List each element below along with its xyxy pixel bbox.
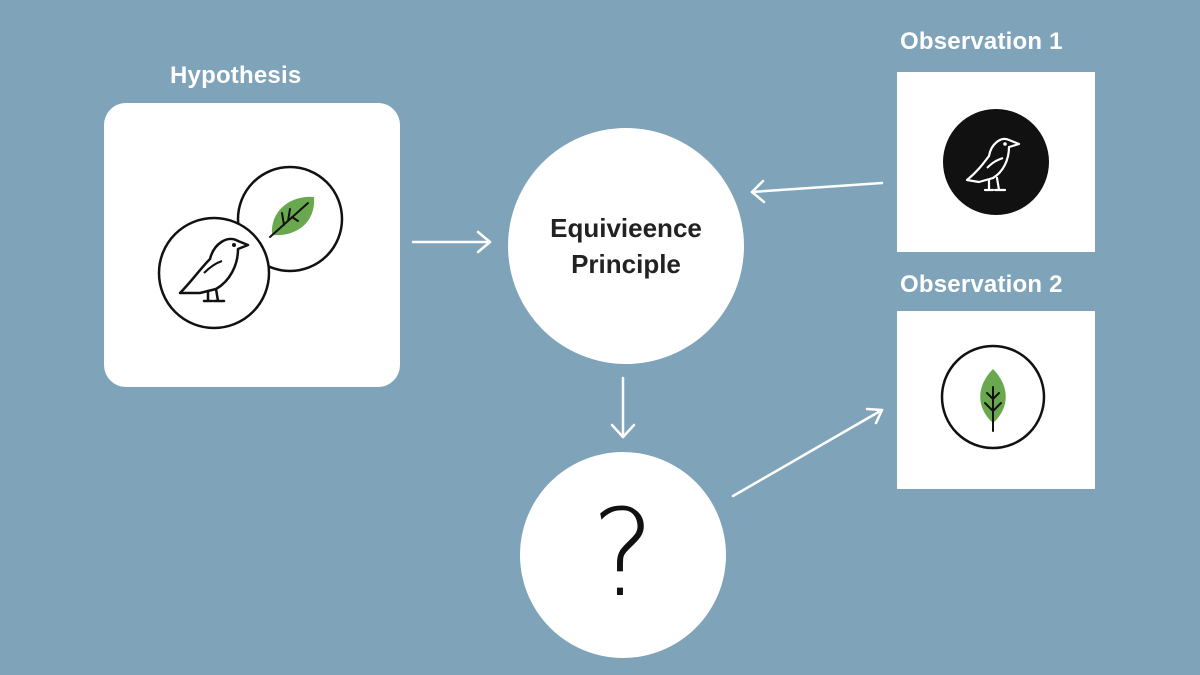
principle-line2: Principle [571,249,681,279]
leaf-icon [940,344,1046,450]
hypothesis-label: Hypothesis [170,62,302,89]
bird-icon [943,109,1049,215]
arrow-observation1-to-principle [750,179,884,204]
observation2-card [897,311,1095,489]
observation1-icon [943,109,1049,215]
observation1-label: Observation 1 [900,28,1063,55]
hypothesis-card [104,103,400,387]
principle-text: Equivieence Principle [550,210,702,282]
hypothesis-icons [157,165,344,330]
principle-node: Equivieence Principle [508,128,744,364]
arrow-hypothesis-to-principle [411,230,492,254]
arrow-unknown-to-observation2 [731,407,884,498]
observation1-card [897,72,1095,252]
bird-icon [157,216,271,330]
arrow-principle-to-unknown [610,376,636,439]
observation2-icon [940,344,1046,450]
principle-line1: Equivieence [550,213,702,243]
observation2-label: Observation 2 [900,271,1063,298]
question-mark: ? [591,485,655,624]
leaf-icon [236,165,344,273]
unknown-node: ? [520,452,726,658]
